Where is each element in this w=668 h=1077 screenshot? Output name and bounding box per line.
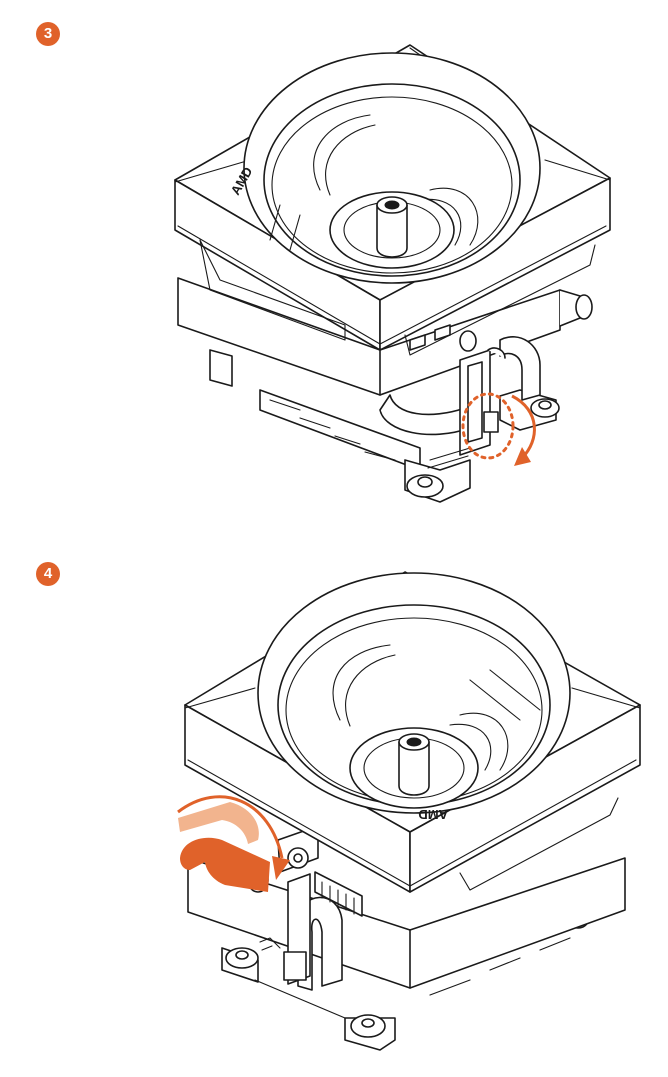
step-4-cooler-illustration: AMD	[0, 540, 668, 1077]
step-4-logo-text: AMD	[418, 807, 448, 822]
step-3-cooler-illustration: AMD	[0, 0, 668, 540]
